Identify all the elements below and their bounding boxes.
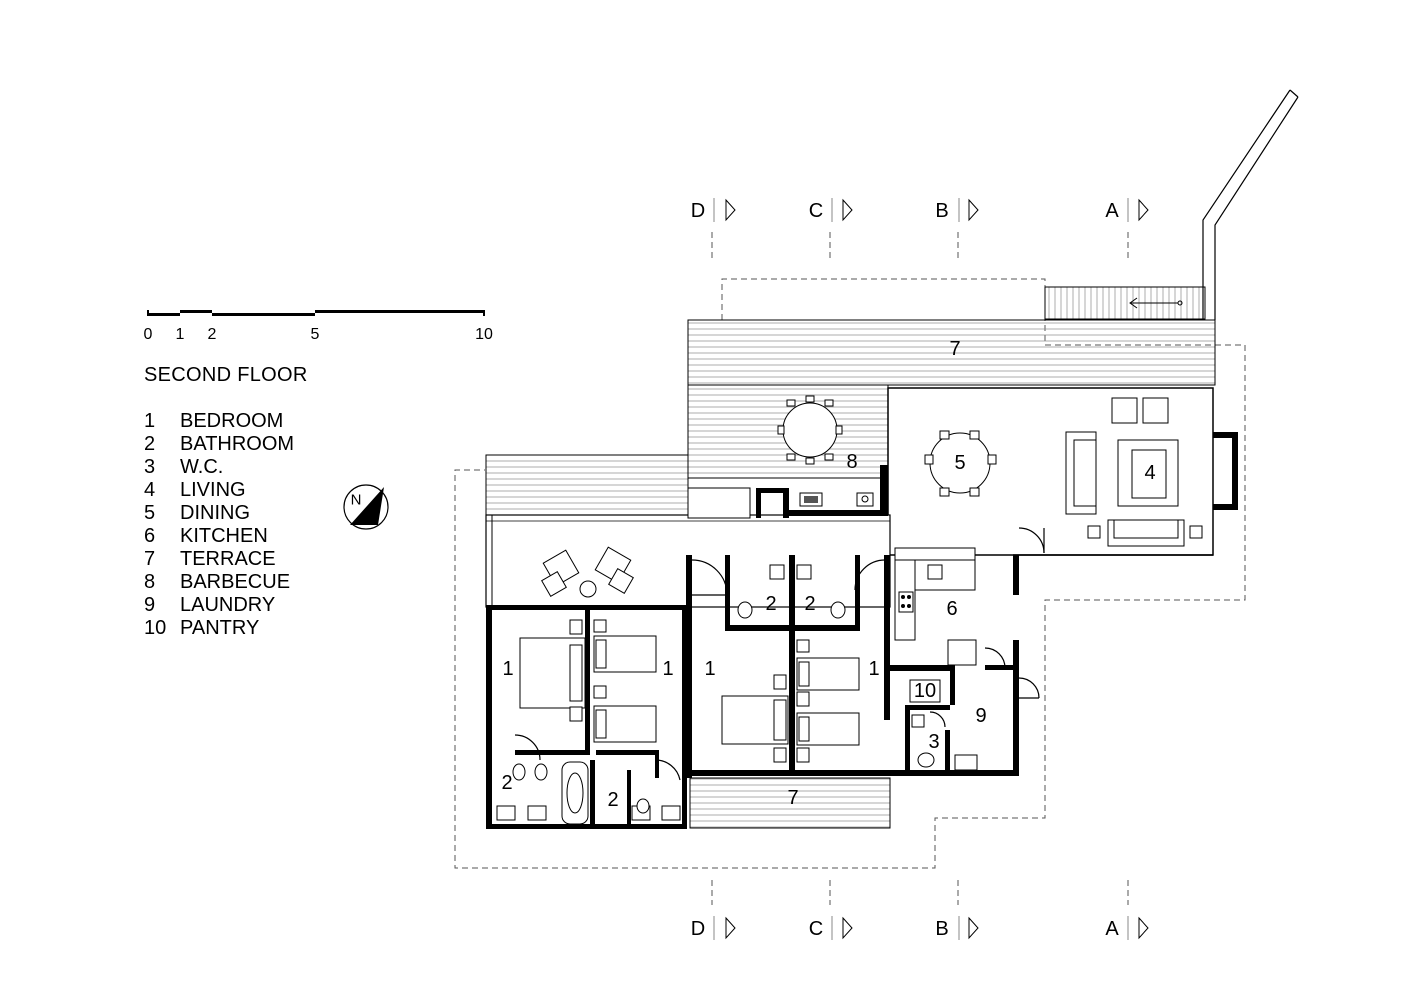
- legend-label: BEDROOM: [180, 410, 284, 432]
- room-label-bathroom: 2: [501, 772, 512, 794]
- living-furniture: [1065, 397, 1203, 547]
- legend-num: 3: [144, 456, 156, 478]
- section-label-a-bottom: A: [1105, 918, 1119, 940]
- scale-label-1: 1: [175, 326, 185, 343]
- legend-num: 6: [144, 525, 156, 547]
- legend-item: 8 BARBECUE: [144, 571, 308, 594]
- legend-item: 1 BEDROOM: [144, 410, 308, 433]
- section-label-a-top: A: [1105, 200, 1119, 222]
- section-label-d-top: D: [691, 200, 705, 222]
- north-arrow: N: [343, 484, 389, 530]
- room-label-bedroom: 1: [868, 658, 879, 680]
- section-label-b-top: B: [935, 200, 948, 222]
- legend-item: 7 TERRACE: [144, 548, 308, 571]
- room-label-terrace: 7: [787, 787, 798, 809]
- room-label-living: 4: [1144, 462, 1155, 484]
- scale-label-2: 2: [207, 326, 217, 343]
- lounge-chairs: [541, 546, 634, 598]
- legend-num: 2: [144, 433, 156, 455]
- legend-label: PANTRY: [180, 617, 260, 639]
- room-label-dining: 5: [954, 452, 965, 474]
- section-label-b-bottom: B: [935, 918, 948, 940]
- legend-num: 4: [144, 479, 156, 501]
- legend-num: 9: [144, 594, 156, 616]
- outdoor-dining-table: [777, 395, 843, 465]
- room-label-bathroom: 2: [607, 789, 618, 811]
- legend-num: 7: [144, 548, 156, 570]
- room-label-wc: 3: [928, 731, 939, 753]
- beds: [519, 619, 860, 763]
- section-label-d-bottom: D: [691, 918, 705, 940]
- legend-item: 6 KITCHEN: [144, 525, 308, 548]
- legend-label: TERRACE: [180, 548, 276, 570]
- room-labels: 7 8 5 4 1 1 1 1 2 2 2 2 6 10 9 3 7: [501, 338, 1155, 811]
- legend-item: 5 DINING: [144, 502, 308, 525]
- room-label-bedroom: 1: [662, 658, 673, 680]
- legend-num: 5: [144, 502, 156, 524]
- terrace-bottom: [689, 777, 891, 829]
- legend-item: 2 BATHROOM: [144, 433, 308, 456]
- room-label-bedroom: 1: [502, 658, 513, 680]
- room-label-bathroom: 2: [765, 593, 776, 615]
- walls: [486, 432, 1238, 829]
- legend-label: W.C.: [180, 456, 224, 478]
- scale-bar: [147, 310, 485, 316]
- legend-num: 8: [144, 571, 156, 593]
- room-label-bedroom: 1: [704, 658, 715, 680]
- kitchen-counters: [894, 547, 977, 703]
- legend-label: DINING: [180, 502, 250, 524]
- doors: [514, 527, 1045, 781]
- legend-label: LAUNDRY: [180, 594, 276, 616]
- north-label: N: [351, 492, 362, 509]
- section-label-c-bottom: C: [809, 918, 823, 940]
- room-label-bathroom: 2: [804, 593, 815, 615]
- room-label-laundry: 9: [975, 705, 986, 727]
- room-label-terrace: 7: [949, 338, 960, 360]
- room-label-kitchen: 6: [946, 598, 957, 620]
- legend-item: 3 W.C.: [144, 456, 308, 479]
- barbecue-fixtures: [799, 492, 874, 507]
- plan-title: SECOND FLOOR: [144, 364, 308, 386]
- legend-num: 10: [144, 617, 167, 639]
- dining-table: [924, 430, 997, 497]
- legend-item: 10 PANTRY: [144, 617, 308, 640]
- legend-label: BATHROOM: [180, 433, 295, 455]
- section-markers: D C B A D C B A: [691, 198, 1149, 940]
- scale-label-10: 10: [475, 326, 493, 343]
- scale-label-0: 0: [143, 326, 153, 343]
- roof-outline: [454, 278, 1246, 869]
- legend-num: 1: [144, 410, 156, 432]
- room-label-barbecue: 8: [846, 451, 857, 473]
- legend-label: KITCHEN: [180, 525, 268, 547]
- legend-label: LIVING: [180, 479, 246, 501]
- scale-label-5: 5: [310, 326, 320, 343]
- room-label-pantry: 10: [914, 680, 936, 702]
- legend-item: 4 LIVING: [144, 479, 308, 502]
- stairs: [1044, 89, 1299, 320]
- legend-label: BARBECUE: [180, 571, 291, 593]
- section-label-c-top: C: [809, 200, 823, 222]
- bathroom-fixtures: [496, 564, 978, 825]
- legend-item: 9 LAUNDRY: [144, 594, 308, 617]
